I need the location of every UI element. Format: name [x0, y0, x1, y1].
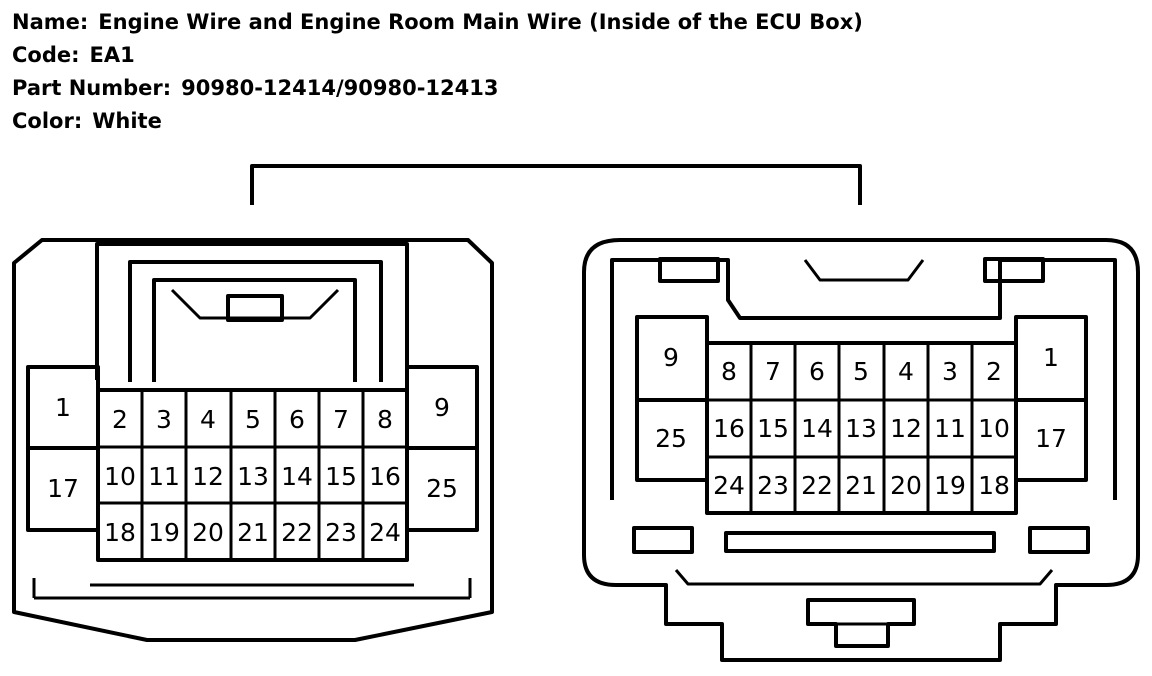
code-row: Code: EA1 — [12, 39, 863, 72]
connector-right-key — [806, 598, 916, 648]
code-label: Code: — [12, 43, 80, 67]
left-pin-16: 16 — [369, 462, 401, 491]
right-pin-14: 14 — [801, 414, 833, 443]
left-pin-15: 15 — [325, 462, 357, 491]
left-pin-2: 2 — [112, 405, 128, 434]
left-pin-18: 18 — [104, 518, 136, 547]
left-pin-3: 3 — [156, 405, 172, 434]
left-pin-10: 10 — [104, 462, 136, 491]
mating-bracket — [250, 164, 862, 205]
connector-right-top-notch — [803, 259, 925, 282]
name-label: Name: — [12, 10, 89, 34]
left-pin-25: 25 — [426, 474, 458, 503]
right-pin-7: 7 — [765, 357, 781, 386]
left-pin-11: 11 — [148, 462, 180, 491]
color-value: White — [92, 109, 162, 133]
right-pin-8: 8 — [721, 357, 737, 386]
left-pin-9: 9 — [434, 393, 450, 422]
right-pin-12: 12 — [890, 414, 922, 443]
right-pin-2: 2 — [986, 357, 1002, 386]
connector-left-latch-tab — [226, 294, 284, 322]
right-pin-25: 25 — [655, 424, 687, 453]
left-pin-5: 5 — [245, 405, 261, 434]
left-pin-6: 6 — [289, 405, 305, 434]
part-number-value: 90980-12414/90980-12413 — [181, 76, 499, 100]
right-pin-18: 18 — [978, 471, 1010, 500]
left-pin-19: 19 — [148, 518, 180, 547]
connector-right-bottom-slot-left — [632, 526, 694, 554]
right-pin-17: 17 — [1035, 424, 1067, 453]
right-pin-4: 4 — [898, 357, 914, 386]
left-pin-1: 1 — [55, 393, 71, 422]
right-pin-20: 20 — [890, 471, 922, 500]
code-value: EA1 — [89, 43, 135, 67]
color-label: Color: — [12, 109, 83, 133]
left-pin-23: 23 — [325, 518, 357, 547]
right-pin-15: 15 — [757, 414, 789, 443]
connector-right: 9 25 1 17 8 7 6 5 4 3 2 16 15 14 13 12 1… — [582, 238, 1140, 662]
connector-right-top-slot-right — [983, 257, 1045, 283]
left-pin-4: 4 — [200, 405, 216, 434]
right-pin-11: 11 — [934, 414, 966, 443]
connector-right-top-slot-left — [658, 257, 720, 283]
part-number-label: Part Number: — [12, 76, 172, 100]
left-pin-12: 12 — [192, 462, 224, 491]
right-pin-1: 1 — [1043, 343, 1059, 372]
connector-right-housing — [582, 238, 1140, 662]
connector-right-bottom-ridge — [674, 569, 1054, 586]
left-pin-17: 17 — [47, 474, 79, 503]
right-pin-9: 9 — [663, 343, 679, 372]
connector-left-lock-arm — [128, 260, 383, 382]
right-pin-13: 13 — [845, 414, 877, 443]
connector-right-bottom-slot-right — [1028, 526, 1090, 554]
left-pin-8: 8 — [377, 405, 393, 434]
left-pin-20: 20 — [192, 518, 224, 547]
right-pin-3: 3 — [942, 357, 958, 386]
connector-left-lower-rail — [32, 578, 472, 600]
connector-left: 1 17 9 25 2 3 4 5 6 7 8 10 11 12 13 14 1… — [12, 238, 494, 642]
connector-left-lock-inner — [152, 278, 357, 382]
left-pin-14: 14 — [281, 462, 313, 491]
left-pin-24: 24 — [369, 518, 401, 547]
right-pin-19: 19 — [934, 471, 966, 500]
right-pin-6: 6 — [809, 357, 825, 386]
right-pin-21: 21 — [845, 471, 877, 500]
name-row: Name: Engine Wire and Engine Room Main Wi… — [12, 6, 863, 39]
name-value: Engine Wire and Engine Room Main Wire (I… — [98, 10, 863, 34]
connector-right-bottom-rail — [724, 531, 996, 553]
connector-info: Name: Engine Wire and Engine Room Main Wi… — [12, 6, 863, 138]
part-number-row: Part Number: 90980-12414/90980-12413 — [12, 72, 863, 105]
right-pin-23: 23 — [757, 471, 789, 500]
left-pin-22: 22 — [281, 518, 313, 547]
connector-right-inner-wall — [610, 258, 1117, 500]
right-pin-22: 22 — [801, 471, 833, 500]
right-pin-10: 10 — [978, 414, 1010, 443]
connector-left-housing — [12, 238, 494, 642]
left-pin-13: 13 — [237, 462, 269, 491]
left-pin-7: 7 — [333, 405, 349, 434]
right-pin-16: 16 — [713, 414, 745, 443]
color-row: Color: White — [12, 105, 863, 138]
left-pin-21: 21 — [237, 518, 269, 547]
right-pin-5: 5 — [853, 357, 869, 386]
connector-left-lock-frame — [95, 242, 409, 380]
right-pin-24: 24 — [713, 471, 745, 500]
